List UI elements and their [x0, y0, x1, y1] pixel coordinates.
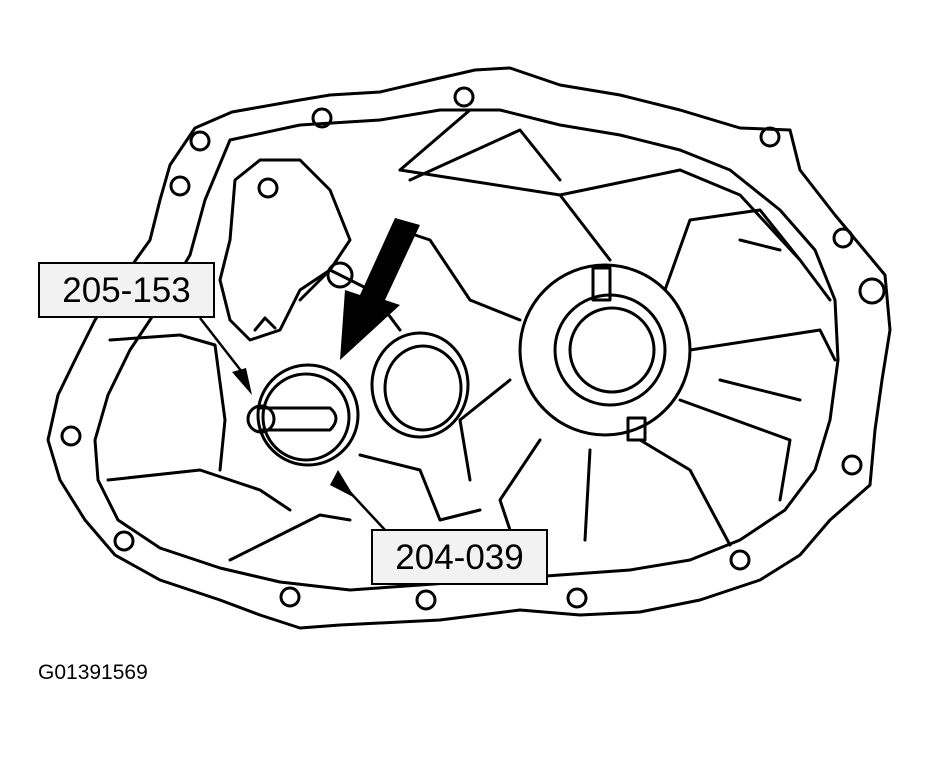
housing-rib	[688, 328, 837, 362]
bearing-tab	[626, 416, 647, 442]
housing-rib	[398, 108, 472, 172]
housing-rib	[638, 438, 732, 547]
bolt-hole	[729, 549, 751, 571]
housing-rib	[583, 448, 592, 542]
casting-detail	[106, 468, 292, 512]
casting-detail	[218, 158, 352, 342]
casting-detail	[253, 316, 277, 332]
tool-callout-204-039: 204-039	[371, 529, 548, 585]
casting-detail	[228, 513, 352, 562]
bolt-hole	[60, 425, 82, 447]
leader-line	[345, 487, 386, 531]
bolt-hole	[841, 454, 863, 476]
bolt-hole	[279, 586, 301, 608]
housing-rib	[398, 228, 522, 322]
seal-bore	[256, 363, 360, 467]
main-bearing-bore-outer	[518, 263, 692, 437]
bearing-tab	[591, 266, 612, 302]
housing-inner-wall	[93, 108, 840, 592]
casting-detail	[108, 333, 227, 472]
housing-rib	[408, 128, 562, 182]
bolt-hole	[832, 227, 854, 249]
seal-installer-head	[246, 404, 276, 434]
seal-bore-inner	[261, 372, 351, 462]
callout-label: 204-039	[395, 537, 524, 577]
seal-installer-handle	[258, 406, 338, 432]
housing-outer-flange	[46, 66, 892, 630]
casting-detail	[326, 261, 354, 289]
tool-callout-205-153: 205-153	[38, 262, 215, 318]
bolt-hole	[759, 126, 781, 148]
leader-arrow	[232, 368, 252, 395]
housing-rib	[678, 168, 832, 302]
housing-rib	[663, 208, 802, 292]
housing-rib	[558, 193, 612, 262]
bolt-hole	[189, 130, 211, 152]
countershaft-bore	[370, 331, 470, 439]
bolt-hole	[169, 175, 191, 197]
bolt-hole	[257, 177, 279, 199]
main-bearing-bore-inner	[568, 306, 656, 394]
indicator-arrow	[340, 218, 420, 360]
bolt-hole	[113, 530, 135, 552]
housing-rib	[738, 238, 782, 252]
housing-rib	[718, 378, 802, 402]
housing-rib	[678, 398, 792, 502]
bolt-hole	[858, 277, 886, 305]
bolt-hole	[415, 589, 437, 611]
housing-rib	[458, 378, 512, 482]
callout-label: 205-153	[62, 270, 191, 310]
countershaft-bore-inner	[383, 344, 463, 432]
bolt-hole	[453, 86, 475, 108]
figure-id: G01391569	[38, 661, 148, 684]
housing-rib	[398, 168, 682, 197]
leader-line	[199, 317, 243, 373]
bolt-hole	[566, 587, 588, 609]
bolt-hole	[311, 107, 333, 129]
casting-detail	[358, 453, 482, 522]
